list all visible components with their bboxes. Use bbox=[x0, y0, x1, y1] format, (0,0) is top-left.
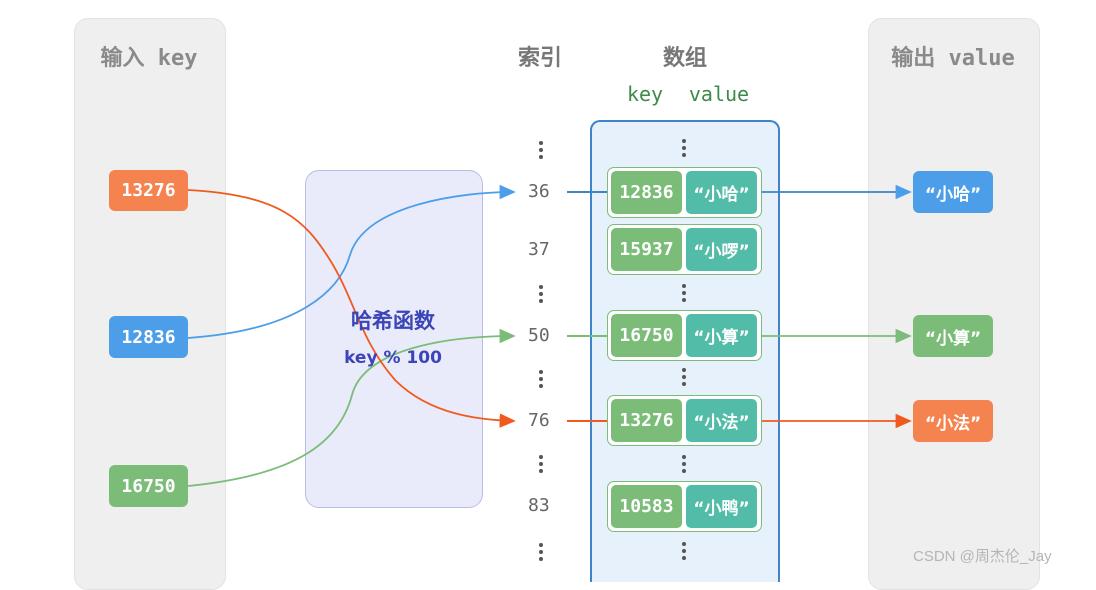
index-76: 76 bbox=[528, 410, 550, 431]
input-panel-title: 输入 key bbox=[100, 46, 198, 71]
output-value-xiaosuan: “小算” bbox=[913, 315, 993, 357]
index-36: 36 bbox=[528, 181, 550, 202]
bucket-row-76: 13276 “小法” bbox=[607, 395, 762, 446]
bucket-value: “小法” bbox=[686, 399, 757, 442]
output-panel-title: 输出 value bbox=[891, 46, 1015, 71]
arrow-13276-to-76 bbox=[187, 189, 516, 428]
arrow-16750-to-50 bbox=[187, 328, 516, 487]
array-ellipsis-icon bbox=[680, 542, 688, 560]
output-value-xiaoha: “小哈” bbox=[913, 171, 993, 213]
output-value-xiaofa: “小法” bbox=[913, 400, 993, 442]
index-ellipsis-icon bbox=[537, 455, 545, 473]
array-ellipsis-icon bbox=[680, 139, 688, 157]
index-ellipsis-icon bbox=[537, 141, 545, 159]
array-ellipsis-icon bbox=[680, 284, 688, 302]
index-ellipsis-icon bbox=[537, 543, 545, 561]
input-key-16750: 16750 bbox=[109, 465, 188, 507]
arrow-12836-to-36 bbox=[187, 184, 516, 339]
array-header: 数组 bbox=[662, 46, 707, 71]
bucket-value: “小鸭” bbox=[686, 485, 757, 528]
bucket-row-36: 12836 “小哈” bbox=[607, 167, 762, 218]
mapping-arrows bbox=[187, 184, 912, 487]
array-ellipsis-icon bbox=[680, 368, 688, 386]
index-header: 索引 bbox=[517, 46, 562, 71]
watermark: CSDN @周杰伦_Jay bbox=[913, 548, 1052, 565]
input-key-13276: 13276 bbox=[109, 170, 188, 211]
value-header: value bbox=[688, 82, 750, 106]
hash-function-formula: key % 100 bbox=[344, 348, 442, 368]
bucket-row-50: 16750 “小算” bbox=[607, 310, 762, 361]
bucket-key: 10583 bbox=[611, 485, 682, 528]
key-header: key bbox=[626, 82, 664, 106]
bucket-value: “小哈” bbox=[686, 171, 757, 214]
hash-function-name: 哈希函数 bbox=[351, 309, 435, 333]
array-ellipsis-icon bbox=[680, 455, 688, 473]
bucket-key: 16750 bbox=[611, 314, 682, 357]
index-ellipsis-icon bbox=[537, 285, 545, 303]
index-50: 50 bbox=[528, 325, 550, 346]
index-ellipsis-icon bbox=[537, 370, 545, 388]
bucket-value: “小算” bbox=[686, 314, 757, 357]
bucket-value: “小啰” bbox=[686, 228, 757, 271]
index-37: 37 bbox=[528, 239, 550, 260]
index-83: 83 bbox=[528, 495, 550, 516]
bucket-key: 12836 bbox=[611, 171, 682, 214]
bucket-row-37: 15937 “小啰” bbox=[607, 224, 762, 275]
bucket-key: 15937 bbox=[611, 228, 682, 271]
bucket-key: 13276 bbox=[611, 399, 682, 442]
bucket-row-83: 10583 “小鸭” bbox=[607, 481, 762, 532]
input-key-12836: 12836 bbox=[109, 316, 188, 358]
